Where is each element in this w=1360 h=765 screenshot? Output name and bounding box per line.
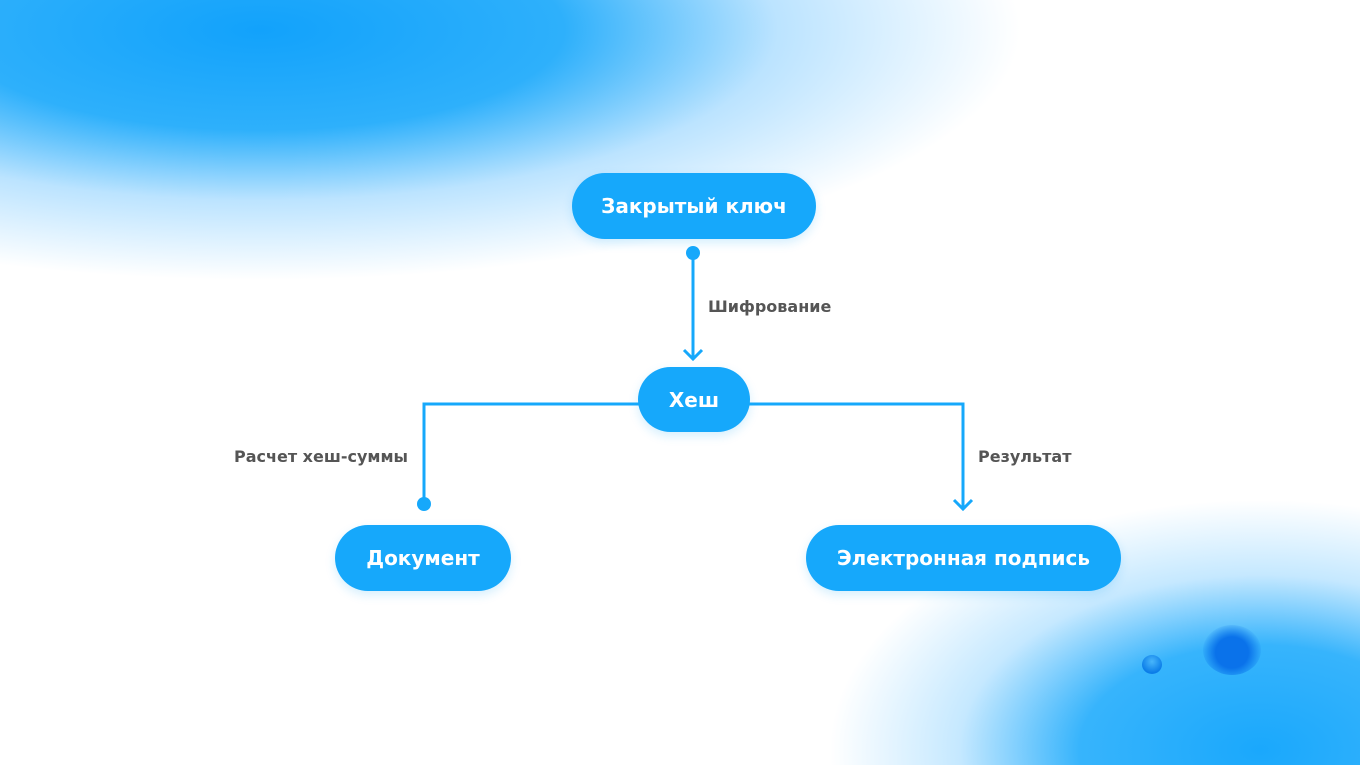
arrow-head-signature [952, 498, 974, 512]
node-label: Хеш [668, 387, 720, 412]
edge-label-encryption: Шифрование [708, 297, 832, 316]
node-label: Электронная подпись [836, 546, 1091, 570]
edge-label-result: Результат [978, 447, 1072, 466]
node-hash: Хеш [638, 367, 750, 432]
decorative-blob-small [1142, 655, 1162, 674]
edge-label-hash-calc: Расчет хеш-суммы [233, 447, 408, 466]
node-label: Закрытый ключ [601, 194, 787, 218]
node-private-key: Закрытый ключ [572, 173, 816, 239]
edge-end-dot-document [417, 497, 431, 511]
arrow-head-hash [682, 348, 704, 362]
node-signature: Электронная подпись [806, 525, 1121, 591]
node-label: Документ [366, 546, 480, 570]
node-document: Документ [335, 525, 511, 591]
edge-start-dot-key [686, 246, 700, 260]
decorative-blob-large [1203, 625, 1261, 675]
